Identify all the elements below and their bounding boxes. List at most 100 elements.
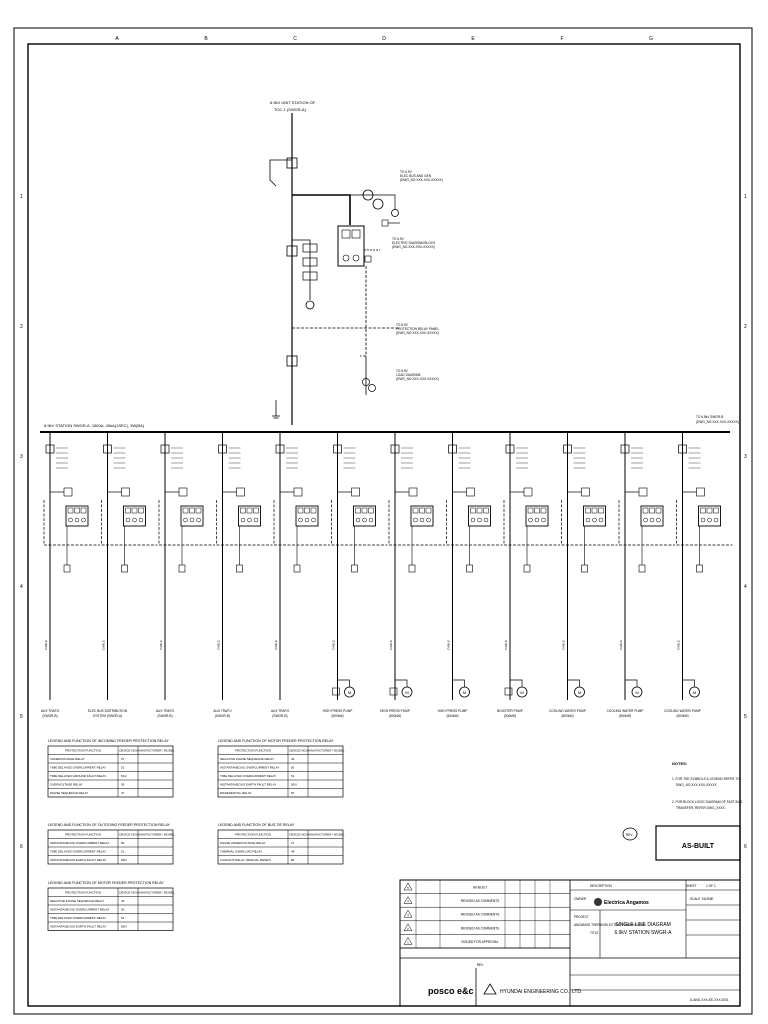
legend-cell: 46 — [291, 757, 295, 761]
breaker-icon — [45, 444, 55, 454]
legend-cell: TIME DELAYED GROUND FAULT RELAY — [50, 774, 106, 778]
row-label: 6 — [744, 844, 747, 850]
feeder-load-rating: (500kW) — [331, 714, 343, 718]
revision-triangle-icon — [403, 923, 413, 932]
feeder-load-label: AUX TRAFO — [271, 709, 290, 713]
top-feed-label-2: TOC 1 (SWGR-A) — [274, 107, 307, 112]
drawing-title-1: SINGLE LINE DIAGRAM — [615, 922, 671, 928]
inner-border — [27, 43, 741, 1007]
relay-box — [353, 505, 376, 527]
legend-cell: 47 — [121, 791, 125, 795]
legend-header: MANUFACTURER / MODEL — [306, 749, 345, 753]
legend-cell: 50 — [121, 908, 125, 912]
legend-cell: INSTANTANEOUS OVERCURRENT RELAY — [50, 841, 109, 845]
notes-heading: NOTES: — [672, 761, 687, 766]
project-name: ANGAMOS THERMOELECTRIC POWER PLANT — [574, 923, 645, 927]
row-label: 2 — [20, 324, 23, 330]
legend-table: LEGEND AND FUNCTION OF BUS-TIE RELAYPROT… — [217, 823, 345, 865]
note-prot-3: (DWG_NO.XXX-XXX-XXXXX) — [396, 331, 439, 335]
feeder-load-label: ELEC BUS DISTRIBUTION — [88, 709, 128, 713]
feeder-load-label: AUX TRAFO — [156, 709, 175, 713]
legend-cell: 87 — [291, 791, 295, 795]
feeder-load-rating: (500kW) — [619, 714, 631, 718]
legend-table: LEGEND AND FUNCTION OF INCOMING FEEDER P… — [47, 739, 175, 798]
legend-header: DEVICE NO. — [119, 749, 137, 753]
svg-text:2: 2 — [407, 927, 409, 931]
note-2b: TRANSFER, REFER DWG_XXXX. — [676, 806, 726, 810]
svg-text:1: 1 — [407, 940, 409, 944]
feeder-load-label: AUX TRAFO — [213, 709, 232, 713]
legend-header: DEVICE NO. — [119, 891, 137, 895]
column-label: B — [204, 36, 208, 42]
legend-cell: PHASE SEQUENCE RELAY — [50, 791, 88, 795]
relay-box — [468, 505, 491, 527]
column-label: D — [382, 36, 386, 42]
row-label: 4 — [744, 584, 747, 590]
legend-header: PROTECTION FUNCTION — [65, 749, 101, 753]
revision-desc: ISSUED FOR APPROVAL — [461, 940, 498, 944]
cable-label: CABLE — [44, 640, 48, 650]
relay-box — [123, 505, 146, 527]
note-grid-3: (DWG_NO.XXX-XXX-XXXXX) — [396, 377, 439, 381]
legend-cell: 27 — [121, 757, 125, 761]
scale-value: NONE — [702, 896, 714, 901]
revision-row: 1 ISSUED FOR APPROVAL — [400, 934, 570, 949]
incomer-section: 6.9kV UNIT STATION OF TOC 1 (SWGR-A) — [269, 100, 443, 425]
legend-cell: 51 — [121, 850, 125, 854]
breaker-icon — [505, 444, 515, 454]
legend-cell: INSTANTANEOUS EARTH FAULT RELAY — [50, 858, 106, 862]
column-label: G — [649, 36, 653, 42]
breaker-icon — [333, 444, 342, 454]
legend-cell: NEGATIVE PHASE SEQUENCE RELAY — [50, 899, 104, 903]
legend-header: PROTECTION FUNCTION — [65, 833, 101, 837]
legend-header: PROTECTION FUNCTION — [235, 833, 271, 837]
note-1: 1. FOR THE SYMBOLS & LEGEND REFER TO — [672, 777, 740, 781]
outer-border — [13, 27, 753, 1015]
row-label: 1 — [744, 194, 747, 200]
revision-cloud-icon: REV — [622, 827, 638, 841]
feeder-load-rating: SYSTEM (SWGR-A) — [93, 714, 122, 718]
note-block-2: ELECTRIC DIAGRAM BLOCK — [392, 241, 436, 245]
legend-header: PROTECTION FUNCTION — [65, 891, 101, 895]
contractor-logo-hyundai: HYUNDAI ENGINEERING CO., LTD. — [500, 989, 582, 995]
legend-cell: 49 — [291, 850, 295, 854]
owner-company: Electrica Angamos — [604, 900, 649, 906]
legend-header: MANUFACTURER / MODEL — [136, 749, 175, 753]
svg-text:M: M — [463, 690, 466, 695]
title-label: TITLE — [590, 931, 599, 935]
relay-box — [525, 505, 549, 527]
row-label: 3 — [20, 454, 23, 460]
svg-text:M: M — [693, 690, 696, 695]
breaker-icon — [275, 444, 285, 454]
row-label: 5 — [744, 714, 747, 720]
legend-cell: TIME DELAYED OVERCURRENT RELAY — [50, 916, 106, 920]
cable-label: CABLE — [217, 640, 221, 650]
note-1b: DWG_NO.XXX-XXX-XXXXX — [676, 783, 718, 787]
row-label: 2 — [744, 324, 747, 330]
legend-cell: 50 — [291, 766, 295, 770]
breaker-icon — [160, 444, 170, 454]
legend-table: LEGEND AND FUNCTION OF MOTOR FEEDER PROT… — [47, 881, 175, 931]
legend-table: LEGEND AND FUNCTION OF MOTOR FEEDER PROT… — [217, 739, 345, 798]
note-relay-1: TO 6.9V — [400, 170, 413, 174]
feeder-load-rating: (SWGR-B) — [215, 714, 230, 718]
feeder-load-rating: (500kW) — [389, 714, 401, 718]
column-label: F — [560, 36, 563, 42]
legend-header: MANUFACTURER / MODEL — [136, 833, 175, 837]
legend-cell: TIME DELAYED OVERCURRENT RELAY — [220, 774, 276, 778]
legend-title: LEGEND AND FUNCTION OF OUTGOING FEEDER P… — [48, 823, 171, 827]
sheet-value: 1 OF 1 — [706, 884, 716, 888]
feeder-load-label: HIGH PRESS PUMP — [380, 709, 410, 713]
sheet-label: SHEET — [686, 884, 697, 888]
breaker-icon — [103, 444, 112, 454]
